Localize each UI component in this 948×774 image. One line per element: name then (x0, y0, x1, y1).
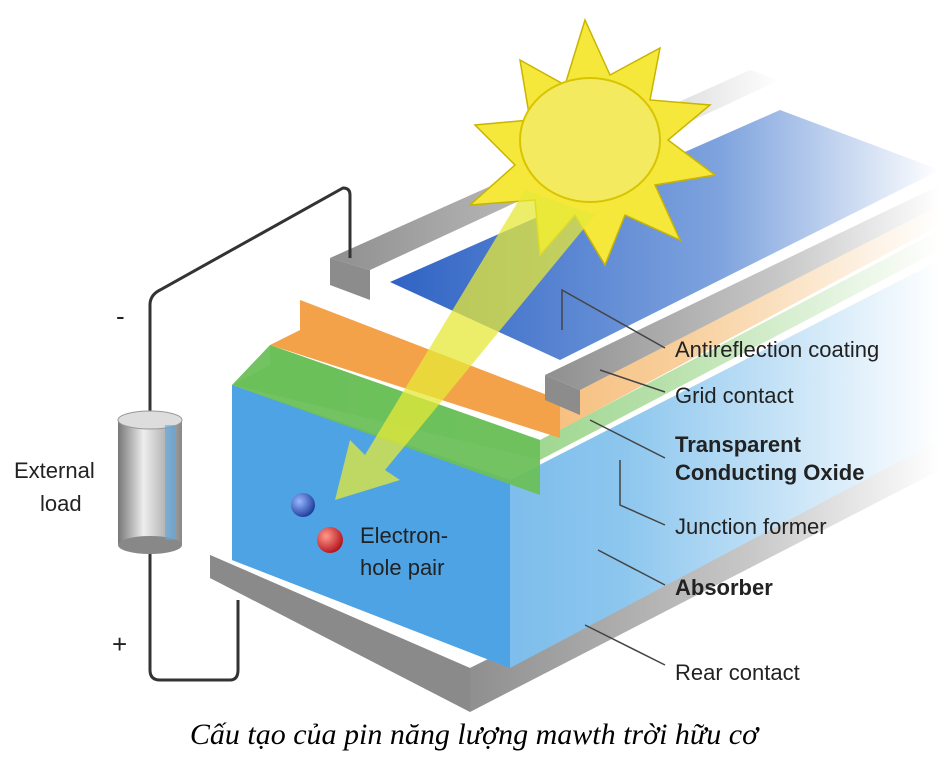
label-minus: - (116, 301, 125, 331)
label-external-load-2: load (40, 491, 82, 516)
label-external-load-1: External (14, 458, 95, 483)
circuit-wire (148, 186, 352, 682)
rear-contact-layer (210, 430, 940, 712)
label-grid-contact: Grid contact (675, 383, 794, 408)
label-electron-hole-1: Electron- (360, 523, 449, 548)
absorber-layer (232, 260, 940, 668)
label-rear-contact: Rear contact (675, 660, 800, 685)
figure-caption: Cấu tạo của pin năng lượng mawth trời hữ… (189, 718, 759, 751)
label-absorber: Absorber (675, 575, 773, 600)
label-antireflection-coating: Antireflection coating (675, 337, 880, 362)
label-tco-line2: Conducting Oxide (675, 460, 865, 485)
label-tco-line1: Transparent (675, 432, 801, 457)
leader-lines (561, 288, 666, 666)
label-electron-hole-2: hole pair (360, 555, 445, 580)
external-load-resistor (117, 410, 183, 554)
antireflection-layer (390, 110, 940, 360)
sun-icon (467, 17, 717, 267)
electron-particle (291, 493, 315, 517)
hole-particle (317, 527, 343, 553)
label-junction-former: Junction former (675, 514, 827, 539)
label-plus: + (112, 629, 128, 659)
sunlight-arrow (335, 190, 595, 500)
